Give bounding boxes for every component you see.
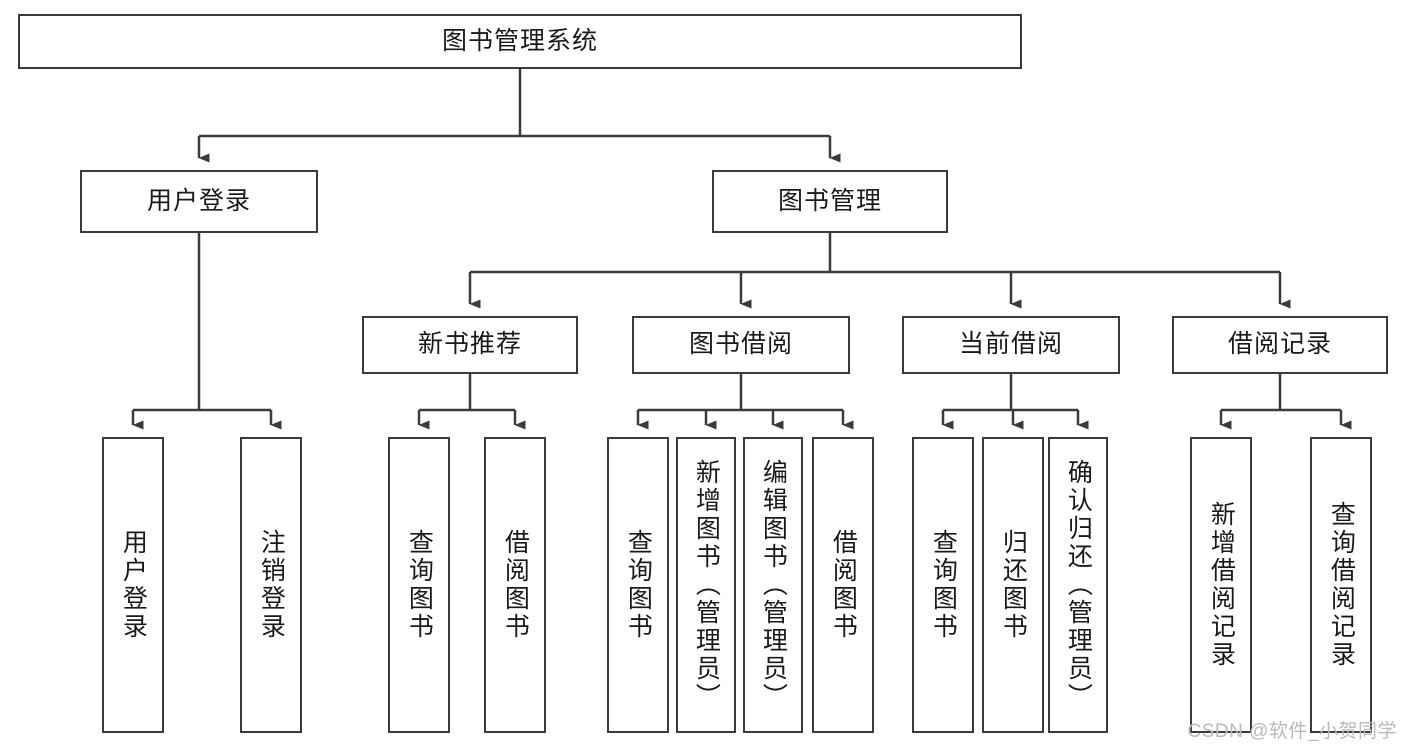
node-label: 查询图书	[624, 529, 653, 641]
node-leaf_add_rec[interactable]: 新增借阅记录	[1190, 437, 1252, 733]
node-book_borrow[interactable]: 图书借阅	[632, 316, 850, 374]
node-label: 查询借阅记录	[1327, 501, 1356, 669]
node-label: 用户登录	[119, 529, 148, 641]
node-label: 当前借阅	[958, 330, 1063, 359]
node-leaf_q_book3[interactable]: 查询图书	[912, 437, 974, 733]
node-leaf_add_book[interactable]: 新增图书（管理员）	[676, 437, 736, 733]
node-label: 归还图书	[999, 529, 1028, 641]
node-label: 确认归还（管理员）	[1064, 459, 1093, 711]
node-leaf_q_book1[interactable]: 查询图书	[388, 437, 450, 733]
node-leaf_b_book1[interactable]: 借阅图书	[484, 437, 546, 733]
node-leaf_b_book2[interactable]: 借阅图书	[812, 437, 874, 733]
node-label: 新增图书（管理员）	[692, 459, 721, 711]
node-leaf_q_book2[interactable]: 查询图书	[607, 437, 669, 733]
node-new_book_rec[interactable]: 新书推荐	[362, 316, 578, 374]
node-label: 新书推荐	[417, 330, 522, 359]
node-label: 借阅图书	[829, 529, 858, 641]
node-user_login[interactable]: 用户登录	[80, 170, 318, 233]
node-leaf_confirm[interactable]: 确认归还（管理员）	[1048, 437, 1108, 733]
csdn-watermark: CSDN @软件_小贺同学	[1187, 721, 1397, 742]
node-leaf_return[interactable]: 归还图书	[982, 437, 1044, 733]
node-label: 图书借阅	[688, 330, 793, 359]
node-leaf_edit_book[interactable]: 编辑图书（管理员）	[743, 437, 803, 733]
node-label: 用户登录	[146, 186, 251, 215]
node-cur_borrow[interactable]: 当前借阅	[902, 316, 1120, 374]
node-label: 借阅图书	[501, 529, 530, 641]
node-label: 注销登录	[257, 529, 286, 641]
node-leaf_q_rec[interactable]: 查询借阅记录	[1310, 437, 1372, 733]
node-label: 查询图书	[929, 529, 958, 641]
node-label: 图书管理	[777, 186, 882, 215]
node-leaf_logout[interactable]: 注销登录	[240, 437, 302, 733]
node-label: 查询图书	[405, 529, 434, 641]
node-label: 编辑图书（管理员）	[759, 459, 788, 711]
node-book_mgmt[interactable]: 图书管理	[712, 170, 948, 233]
node-borrow_rec[interactable]: 借阅记录	[1172, 316, 1388, 374]
node-label: 图书管理系统	[441, 26, 598, 55]
node-label: 新增借阅记录	[1207, 501, 1236, 669]
node-root[interactable]: 图书管理系统	[18, 14, 1022, 69]
node-label: 借阅记录	[1227, 330, 1332, 359]
node-leaf_login[interactable]: 用户登录	[102, 437, 164, 733]
